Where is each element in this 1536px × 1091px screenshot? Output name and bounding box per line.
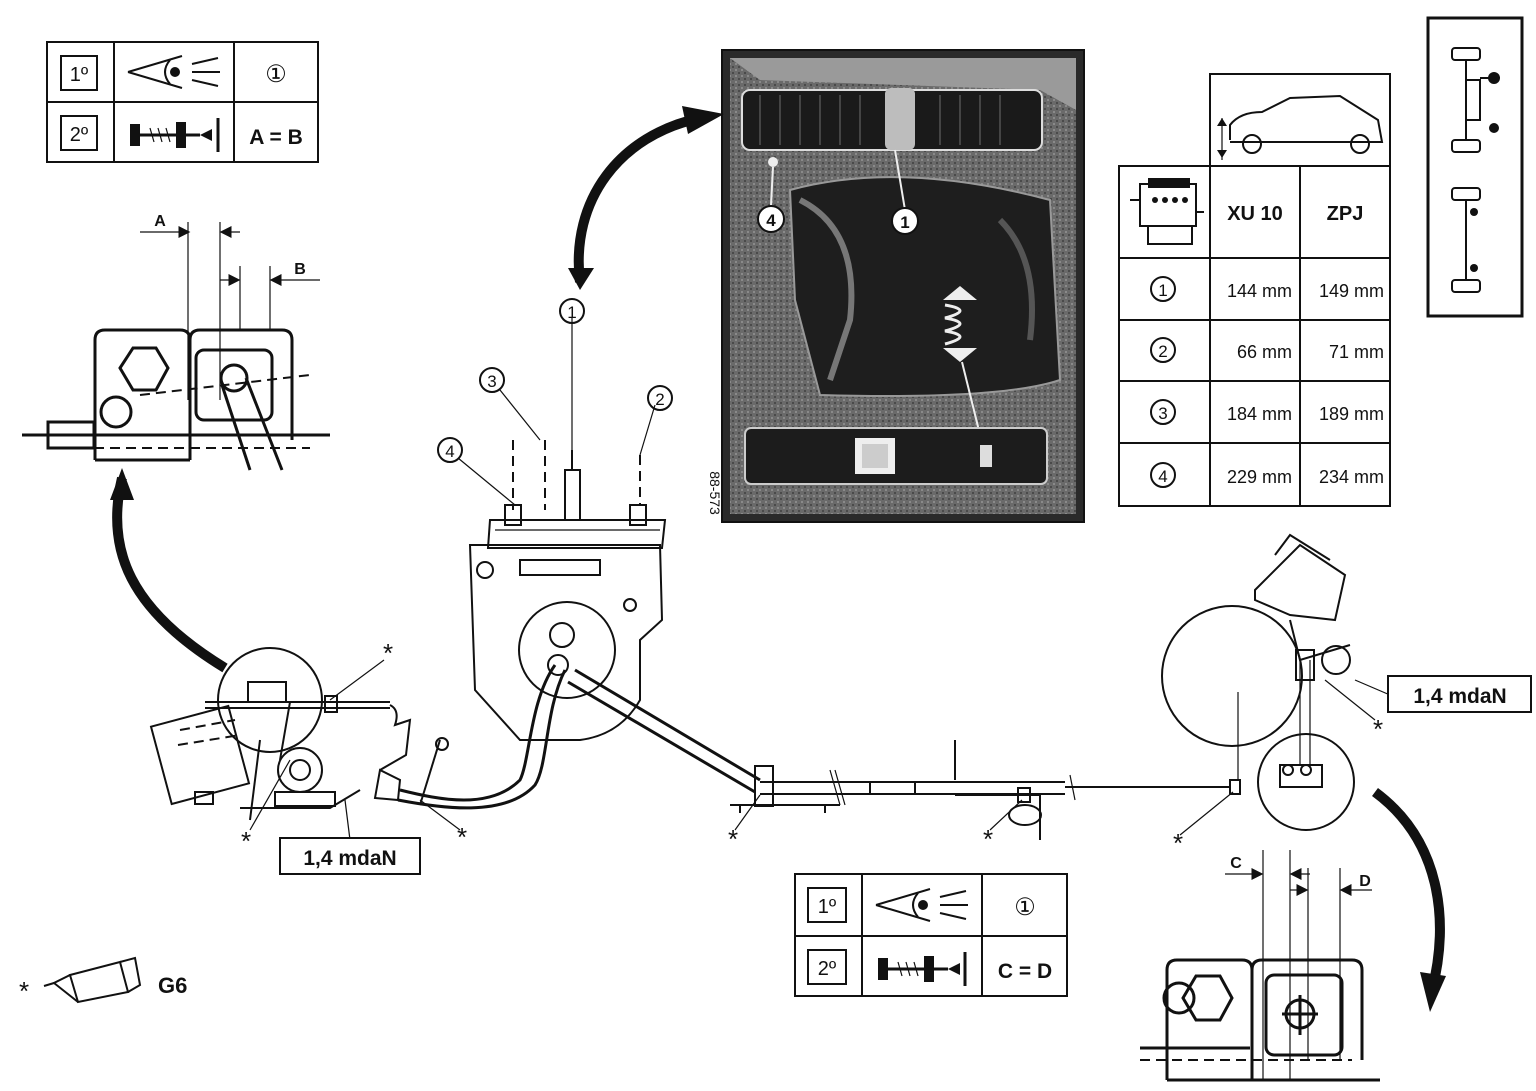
- torque-box-left: 1,4 mdaN: [279, 837, 421, 875]
- svg-text:71 mm: 71 mm: [1329, 342, 1384, 362]
- step-1-label: 1º: [818, 896, 837, 918]
- spec-header-zpj: ZPJ: [1327, 203, 1364, 225]
- dimension-a-label: A: [154, 213, 166, 230]
- eye-icon: [875, 888, 968, 922]
- car-side-icon: [1217, 94, 1384, 160]
- asterisk-mark: *: [728, 824, 738, 854]
- spec-row-4: 4 229 mm 234 mm: [1150, 462, 1384, 488]
- spring-icon: [943, 286, 977, 362]
- svg-text:2: 2: [655, 390, 664, 409]
- spec-row-3: 3 184 mm 189 mm: [1150, 399, 1384, 425]
- step-1-value: ①: [1014, 894, 1036, 921]
- step-2-value: C = D: [998, 960, 1052, 983]
- grease-legend: * G6: [19, 956, 187, 1006]
- svg-text:4: 4: [1158, 467, 1167, 486]
- dimension-c-label: C: [1230, 855, 1242, 872]
- callout-4: 4: [437, 437, 463, 463]
- step-1-label: 1º: [70, 64, 89, 86]
- photo-callout-1: 1: [900, 213, 909, 232]
- svg-text:1: 1: [1158, 281, 1167, 300]
- handbrake-lever-assembly: [457, 318, 667, 741]
- asterisk-mark: *: [383, 638, 393, 668]
- asterisk-mark: *: [19, 976, 29, 1006]
- svg-text:234 mm: 234 mm: [1319, 467, 1384, 487]
- asterisk-mark: *: [1173, 828, 1183, 858]
- cable-equalizer: [373, 664, 761, 831]
- figure-reference: 88-573: [707, 471, 723, 515]
- spec-table: XU 10 ZPJ 1 144 mm 149 mm 2 66 mm 71 mm …: [1118, 73, 1391, 507]
- detail-cd-drawing: C D: [1140, 850, 1380, 1082]
- bottom-procedure-table: 1º 2º ① C = D: [794, 873, 1068, 997]
- svg-text:144 mm: 144 mm: [1227, 281, 1292, 301]
- console-photo: 1 4: [721, 49, 1085, 523]
- callout-1: 1: [559, 298, 585, 324]
- svg-text:66 mm: 66 mm: [1237, 342, 1292, 362]
- step-2-value: A = B: [249, 126, 302, 149]
- detail-ab-drawing: A B: [22, 213, 330, 471]
- svg-text:3: 3: [487, 372, 496, 391]
- asterisk-mark: *: [1373, 714, 1383, 744]
- asterisk-mark: *: [983, 824, 993, 854]
- spec-header-xu10: XU 10: [1227, 203, 1283, 225]
- curved-arrow-left: [110, 468, 228, 673]
- svg-text:149 mm: 149 mm: [1319, 281, 1384, 301]
- adjuster-screw-icon: [878, 952, 967, 986]
- callout-3: 3: [479, 367, 505, 393]
- axle-layout-icon: [1426, 16, 1524, 318]
- spec-row-2: 2 66 mm 71 mm: [1150, 337, 1384, 363]
- step-2-label: 2º: [70, 124, 89, 146]
- photo-callout-4: 4: [766, 211, 776, 230]
- asterisk-mark: *: [457, 822, 467, 852]
- svg-text:189 mm: 189 mm: [1319, 404, 1384, 424]
- svg-text:229 mm: 229 mm: [1227, 467, 1292, 487]
- left-rear-brake-assembly: [149, 647, 412, 841]
- curved-arrow-right: [1372, 787, 1446, 1012]
- eye-icon: [127, 55, 220, 89]
- curved-arrow-top: [568, 106, 724, 290]
- grease-label: G6: [158, 973, 187, 998]
- right-rear-brake-assembly: [1161, 533, 1391, 836]
- engine-icon: [1130, 178, 1204, 245]
- spec-row-1: 1 144 mm 149 mm: [1150, 276, 1384, 302]
- svg-text:2: 2: [1158, 342, 1167, 361]
- grease-tube-icon: [43, 956, 142, 1004]
- step-2-label: 2º: [818, 958, 837, 980]
- torque-label: 1,4 mdaN: [303, 847, 396, 870]
- step-1-value: ①: [265, 61, 287, 88]
- top-left-procedure-table: 1º 2º ① A = B: [46, 41, 319, 163]
- rear-cable-run: [730, 740, 1230, 840]
- torque-box-right: 1,4 mdaN: [1387, 675, 1532, 713]
- svg-text:1: 1: [567, 303, 576, 322]
- dimension-b-label: B: [294, 261, 306, 278]
- adjuster-screw-icon: [130, 118, 220, 152]
- asterisk-mark: *: [241, 826, 251, 856]
- dimension-d-label: D: [1359, 873, 1371, 890]
- svg-text:184 mm: 184 mm: [1227, 404, 1292, 424]
- torque-label: 1,4 mdaN: [1413, 685, 1506, 708]
- callout-2: 2: [647, 385, 673, 411]
- svg-text:3: 3: [1158, 404, 1167, 423]
- svg-text:4: 4: [445, 442, 454, 461]
